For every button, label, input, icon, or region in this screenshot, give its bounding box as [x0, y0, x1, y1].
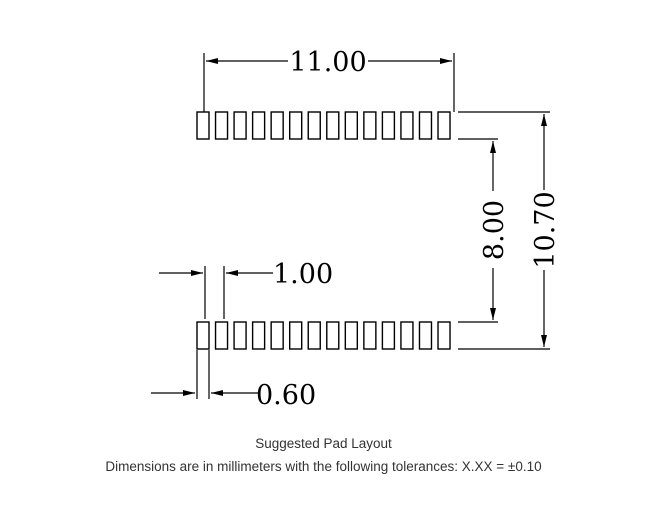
- bottom-pad-4: [251, 321, 266, 350]
- top-pad-11: [381, 111, 396, 140]
- bottom-pad-10: [363, 321, 377, 350]
- top-pad-6: [289, 111, 303, 140]
- bottom-pad-2: [214, 321, 229, 350]
- top-pad-3: [233, 111, 247, 140]
- bottom-pad-6: [289, 321, 303, 350]
- bottom-pad-1: [196, 321, 210, 350]
- bottom-pad-13: [418, 321, 433, 350]
- top-pad-8: [326, 111, 340, 140]
- top-pad-4: [251, 111, 266, 140]
- top-pad-14: [437, 111, 451, 140]
- bottom-pad-9: [344, 321, 359, 350]
- extension-lines: [458, 111, 550, 350]
- pad-pitch-label: 1.00: [273, 259, 333, 290]
- pad-width-label: 0.60: [256, 380, 316, 411]
- top-pad-9: [344, 111, 359, 140]
- row-spacing-label: 8.00: [479, 200, 510, 260]
- bottom-pad-5: [270, 321, 284, 350]
- overall-height-label: 10.70: [530, 191, 561, 268]
- bottom-pad-7: [307, 321, 321, 350]
- dimension-pad-width: [151, 350, 258, 399]
- bottom-pad-8: [326, 321, 340, 350]
- top-pad-1: [196, 111, 210, 140]
- top-pad-row: [196, 111, 451, 140]
- bottom-pad-12: [400, 321, 414, 350]
- top-pad-13: [418, 111, 433, 140]
- bottom-pad-14: [437, 321, 451, 350]
- top-pad-10: [363, 111, 377, 140]
- bottom-pad-3: [233, 321, 247, 350]
- dimension-pad-pitch: [159, 266, 273, 319]
- caption-note: Dimensions are in millimeters with the f…: [105, 459, 542, 474]
- pad-layout-drawing: 11.00 8.00 10.70 1.00 0.60: [151, 47, 561, 411]
- top-pad-5: [270, 111, 284, 140]
- top-pad-12: [400, 111, 414, 140]
- bottom-pad-11: [381, 321, 396, 350]
- top-pad-7: [307, 111, 321, 140]
- overall-width-label: 11.00: [289, 47, 366, 78]
- top-pad-2: [214, 111, 229, 140]
- dimension-overall-width: [203, 53, 455, 112]
- bottom-pad-row: [196, 321, 451, 350]
- caption-title: Suggested Pad Layout: [255, 436, 392, 451]
